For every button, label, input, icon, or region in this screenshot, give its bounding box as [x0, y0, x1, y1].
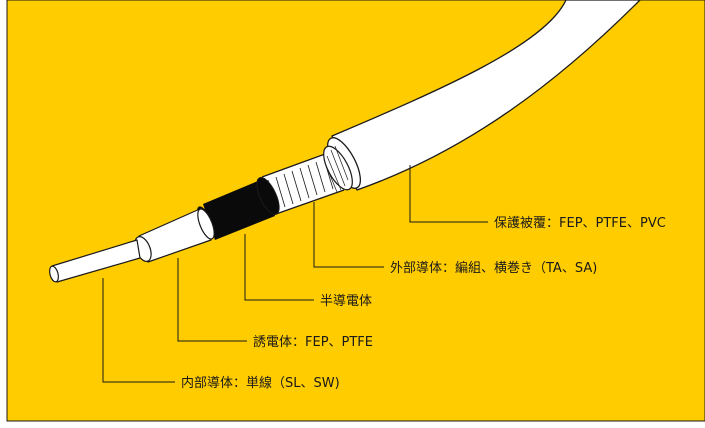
inner-conductor: [49, 239, 141, 283]
label-semiconductor: 半導電体: [320, 294, 372, 309]
leader-line-dielectric: [177, 258, 247, 342]
label-dielectric: 誘電体：FEP、PTFE: [253, 335, 373, 350]
label-protective-jacket: 保護被覆：FEP、PTFE、PVC: [494, 215, 666, 231]
leader-line-semiconductor: [244, 234, 314, 301]
label-outer-conductor: 外部導体：編組、横巻き（TA、SA): [390, 260, 597, 276]
outer-conductor-braid: [261, 145, 353, 215]
diagram-background: [6, 0, 705, 422]
leader-line-jacket: [409, 165, 488, 223]
leader-line-outer-conductor: [313, 202, 384, 268]
leader-line-inner-conductor: [102, 278, 175, 383]
label-inner-conductor: 内部導体：単線（SL、SW): [181, 375, 340, 391]
